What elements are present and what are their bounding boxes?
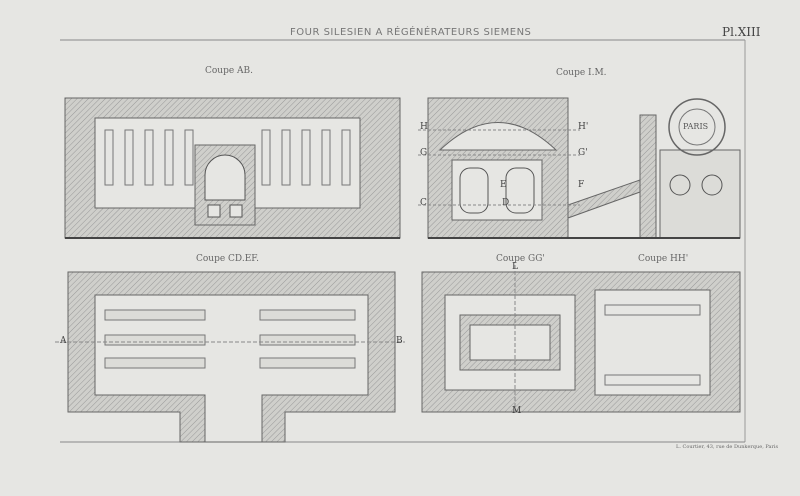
letter-a: A bbox=[60, 336, 67, 346]
section-label-cdef: Coupe CD.EF. bbox=[196, 254, 259, 264]
letter-f: F bbox=[578, 180, 585, 190]
section-label-gg: Coupe GG' bbox=[496, 254, 545, 264]
plate-number: Pl.XIII bbox=[722, 25, 761, 39]
section-label-ab: Coupe AB. bbox=[205, 66, 254, 76]
letter-g: G bbox=[420, 148, 428, 158]
letter-b: B bbox=[396, 336, 403, 346]
printer-imprint: L. Courtier, 43, rue de Dunkerque, Paris bbox=[676, 444, 779, 450]
section-gg-hh-drawing bbox=[421, 265, 741, 415]
section-cdef-drawing bbox=[55, 271, 405, 443]
section-lm-drawing bbox=[418, 97, 741, 239]
letter-h-prime: H' bbox=[578, 122, 589, 132]
library-stamp bbox=[668, 98, 726, 156]
section-label-lm: Coupe I.M. bbox=[556, 68, 607, 78]
letter-g-prime: G' bbox=[578, 148, 588, 158]
letter-h: H bbox=[420, 122, 428, 132]
stamp-city: PARIS bbox=[683, 122, 709, 131]
plate-title: FOUR SILESIEN A RÉGÉNÉRATEURS SIEMENS bbox=[290, 27, 532, 38]
letter-l: L bbox=[512, 262, 518, 272]
letter-e: E bbox=[500, 180, 507, 190]
letter-m: M bbox=[512, 406, 522, 416]
letter-c: C bbox=[420, 198, 427, 208]
letter-d: D bbox=[502, 198, 510, 208]
section-label-hh: Coupe HH' bbox=[638, 254, 689, 264]
section-ab-drawing bbox=[64, 97, 401, 239]
